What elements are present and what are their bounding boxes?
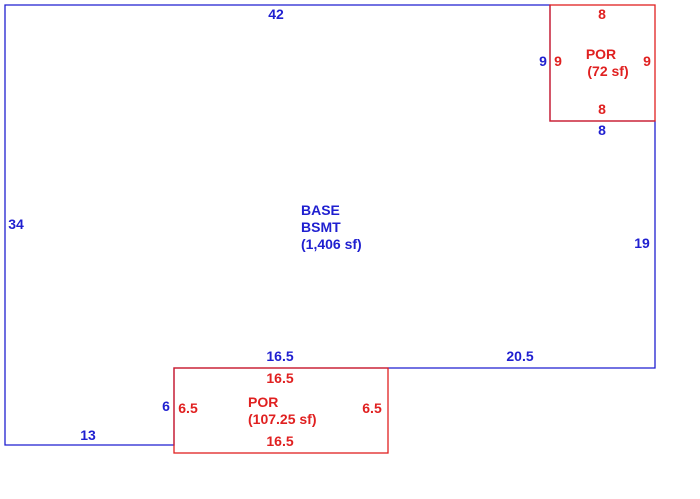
- base-dim-notch-top: 16.5: [266, 348, 293, 364]
- base-dim-corner-bottom: 8: [598, 122, 606, 138]
- base-dim-top: 42: [268, 6, 284, 22]
- porch-top-name: POR: [586, 46, 616, 62]
- porch-bottom-outline: [173, 367, 389, 454]
- porch-bottom-dim-bottom: 16.5: [266, 433, 293, 449]
- porch-bottom-area: (107.25 sf): [248, 411, 316, 427]
- base-dim-notch-left: 6: [162, 398, 170, 414]
- base-type: BSMT: [301, 219, 341, 235]
- porch-top-outline: [549, 4, 656, 122]
- porch-bottom-dim-left: 6.5: [178, 400, 198, 416]
- porch-bottom-name: POR: [248, 394, 278, 410]
- base-name: BASE: [301, 202, 340, 218]
- porch-top-dim-left: 9: [554, 53, 562, 69]
- porch-top-dim-right: 9: [643, 53, 651, 69]
- base-area-value: (1,406 sf): [301, 236, 362, 252]
- porch-top-dim-top: 8: [598, 6, 606, 22]
- base-dim-corner-left: 9: [539, 53, 547, 69]
- base-dimensions: 42 34 19 20.5 16.5 13 6 9 8: [8, 6, 650, 443]
- base-area-label: BASE BSMT (1,406 sf): [301, 202, 362, 252]
- base-dim-bottom-right: 20.5: [506, 348, 533, 364]
- porch-top-dim-bottom: 8: [598, 101, 606, 117]
- porch-top-area: (72 sf): [587, 63, 628, 79]
- base-dim-bottom-left: 13: [80, 427, 96, 443]
- base-dim-left: 34: [8, 216, 24, 232]
- porch-bottom-labels: 16.5 16.5 6.5 6.5 POR (107.25 sf): [178, 370, 382, 449]
- base-dim-right: 19: [634, 235, 650, 251]
- porch-bottom-dim-right: 6.5: [362, 400, 382, 416]
- porch-top-labels: 8 8 9 9 POR (72 sf): [554, 6, 651, 117]
- porch-bottom-dim-top: 16.5: [266, 370, 293, 386]
